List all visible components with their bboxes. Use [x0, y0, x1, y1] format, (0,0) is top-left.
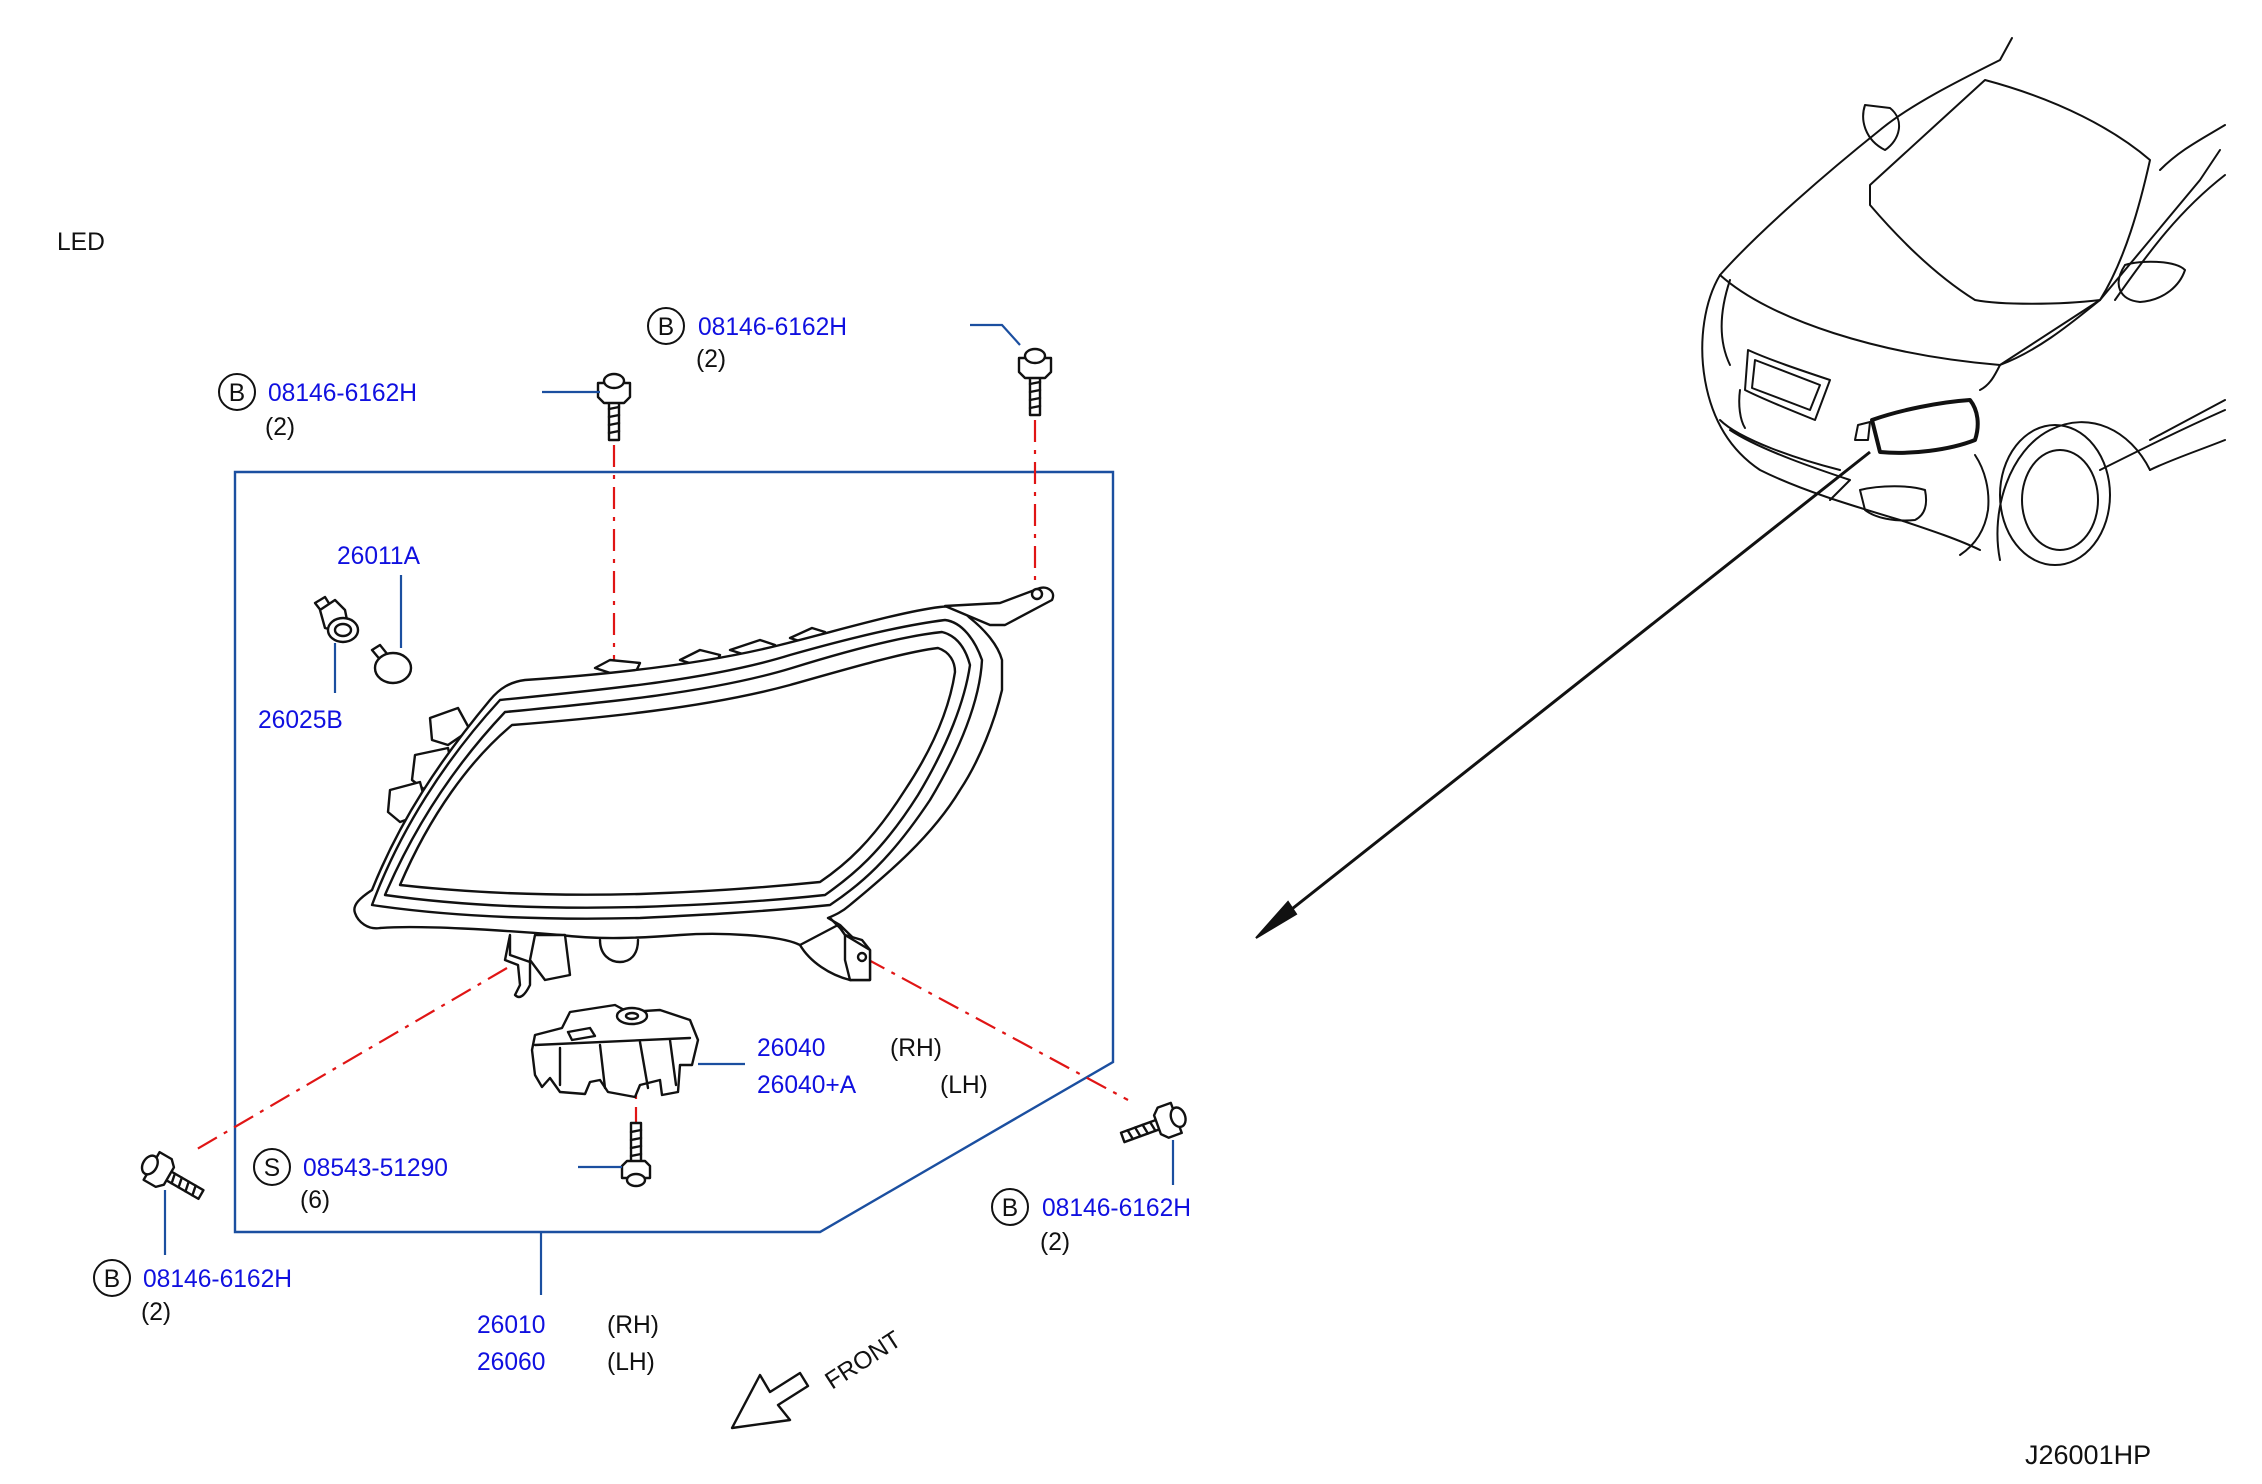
quantity: (2)	[1040, 1229, 1070, 1256]
diagram-code: J26001HP	[2025, 1440, 2151, 1470]
badge-circle	[991, 1188, 1029, 1226]
part-number-lh: 26040+A	[757, 1072, 857, 1099]
callout-bolt-top-left: B 08146-6162H (2)	[218, 373, 417, 441]
part-number-bulb: 26011A	[337, 543, 421, 570]
aiming-bracket	[530, 1003, 700, 1099]
quantity: (2)	[141, 1299, 171, 1326]
part-number: 08146-6162H	[698, 314, 847, 341]
quantity: (6)	[300, 1187, 330, 1214]
part-number: 08146-6162H	[1042, 1195, 1191, 1222]
part-number: 08146-6162H	[268, 380, 417, 407]
front-arrow-icon	[730, 1371, 810, 1430]
badge-circle	[253, 1148, 291, 1186]
variant-label: LED	[57, 229, 105, 256]
bolt-bottom-right	[1119, 1101, 1187, 1144]
callout-bolt-top-right: B 08146-6162H (2)	[647, 307, 847, 373]
screw	[620, 1121, 652, 1188]
front-label: FRONT	[821, 1326, 907, 1395]
part-number-rh: 26010	[477, 1312, 545, 1339]
badge-letter: S	[264, 1155, 280, 1182]
vehicle-illustration	[1701, 37, 2226, 566]
bolt-bottom-left	[140, 1150, 205, 1201]
front-indicator: FRONT	[730, 1326, 907, 1430]
badge-circle	[93, 1259, 131, 1297]
bolt-top-left	[596, 372, 632, 442]
badge-letter: B	[104, 1266, 120, 1293]
centerline-bottom-left	[191, 967, 508, 1153]
centerline-bottom-right	[864, 957, 1129, 1101]
badge-letter: B	[229, 380, 245, 407]
part-number-lh: 26060	[477, 1349, 545, 1376]
callout-bolt-bottom-right: B 08146-6162H (2)	[991, 1188, 1191, 1256]
quantity: (2)	[265, 414, 295, 441]
leader-bolt-top-right	[970, 323, 1021, 346]
callout-arrow-line	[1277, 450, 1871, 922]
side-lh: (LH)	[607, 1349, 655, 1376]
headlamp-assembly	[353, 586, 1055, 999]
bolt-top-right	[1017, 347, 1053, 417]
badge-letter: B	[1002, 1195, 1018, 1222]
callout-headlamp-assembly: 26010 (RH) 26060 (LH)	[477, 1312, 659, 1376]
side-rh: (RH)	[607, 1312, 659, 1339]
side-lh: (LH)	[940, 1072, 988, 1099]
bulb	[370, 643, 413, 685]
callout-arrow-head	[1255, 900, 1298, 939]
badge-circle	[218, 373, 256, 411]
badge-letter: B	[658, 314, 674, 341]
callout-bracket: 26040 (RH) 26040+A (LH)	[757, 1035, 988, 1099]
part-number-socket: 26025B	[258, 707, 343, 734]
bulb-socket	[313, 595, 360, 644]
callout-bolt-bottom-left: B 08146-6162H (2)	[93, 1259, 292, 1326]
part-number: 08543-51290	[303, 1155, 448, 1182]
quantity: (2)	[696, 346, 726, 373]
assembly-boundary	[233, 470, 1115, 1234]
part-number-rh: 26040	[757, 1035, 825, 1062]
callout-screw: S 08543-51290 (6)	[253, 1148, 448, 1214]
side-rh: (RH)	[890, 1035, 942, 1062]
part-number: 08146-6162H	[143, 1266, 292, 1293]
badge-circle	[647, 307, 685, 345]
